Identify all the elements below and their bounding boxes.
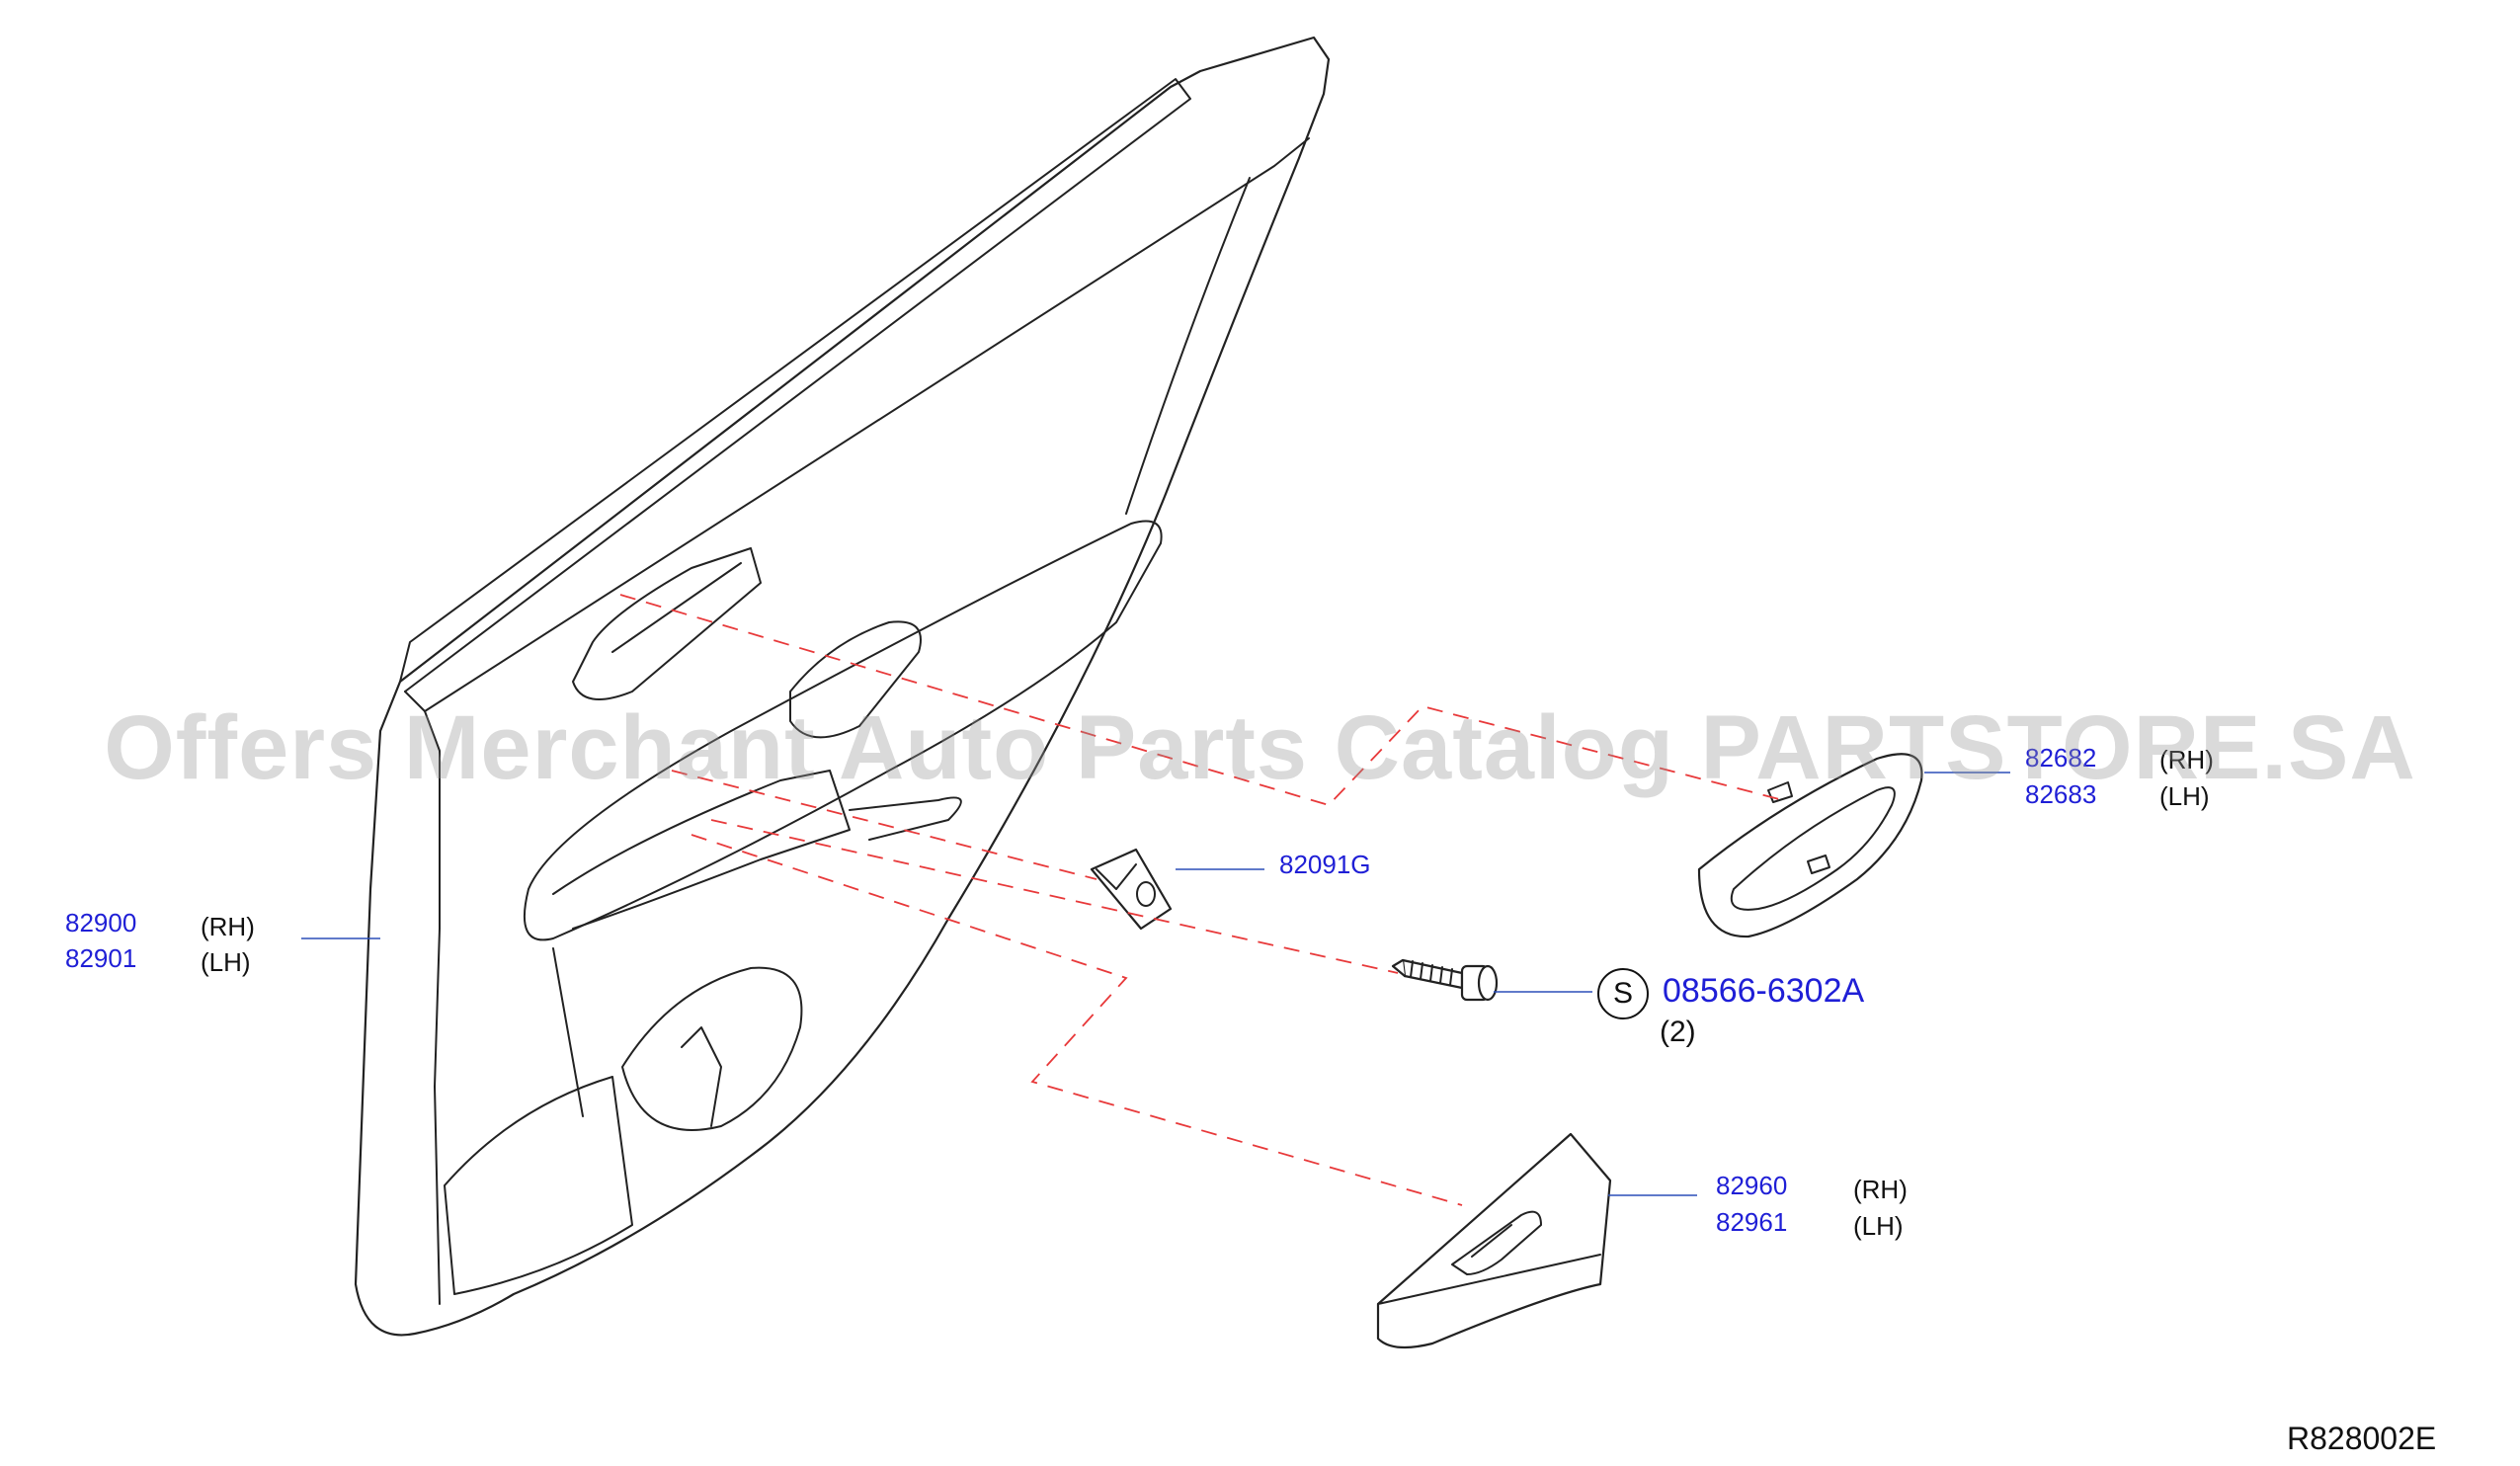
screw-08566-6302a[interactable] <box>1391 958 1499 1002</box>
assembly-guides <box>619 594 1784 1206</box>
part-number-82900[interactable]: 82900 <box>65 908 137 937</box>
standard-part-symbol: S <box>1597 968 1649 1019</box>
part-number-08566-6302a[interactable]: 08566-6302A <box>1663 972 1865 1010</box>
side-rh-82960: (RH) <box>1853 1175 1908 1204</box>
leader-lines <box>301 772 2010 1196</box>
side-rh-82682: (RH) <box>2159 745 2214 774</box>
side-lh-82683: (LH) <box>2159 781 2210 811</box>
clip-82091g[interactable] <box>1090 848 1173 931</box>
side-lh-82901: (LH) <box>201 947 251 977</box>
switch-finisher[interactable] <box>1376 1132 1612 1349</box>
part-number-82901[interactable]: 82901 <box>65 943 137 973</box>
part-number-82683[interactable]: 82683 <box>2025 779 2097 809</box>
screw-quantity: (2) <box>1660 1016 1696 1048</box>
door-trim-panel[interactable] <box>354 36 1331 1337</box>
diagram-reference-code: R828002E <box>2287 1421 2437 1456</box>
side-lh-82961: (LH) <box>1853 1211 1904 1241</box>
part-number-82960[interactable]: 82960 <box>1716 1171 1788 1200</box>
part-number-82091g[interactable]: 82091G <box>1279 850 1371 879</box>
grip-finisher[interactable] <box>1697 753 1923 938</box>
side-rh-82900: (RH) <box>201 912 255 941</box>
part-number-82961[interactable]: 82961 <box>1716 1207 1788 1237</box>
part-number-82682[interactable]: 82682 <box>2025 743 2097 773</box>
